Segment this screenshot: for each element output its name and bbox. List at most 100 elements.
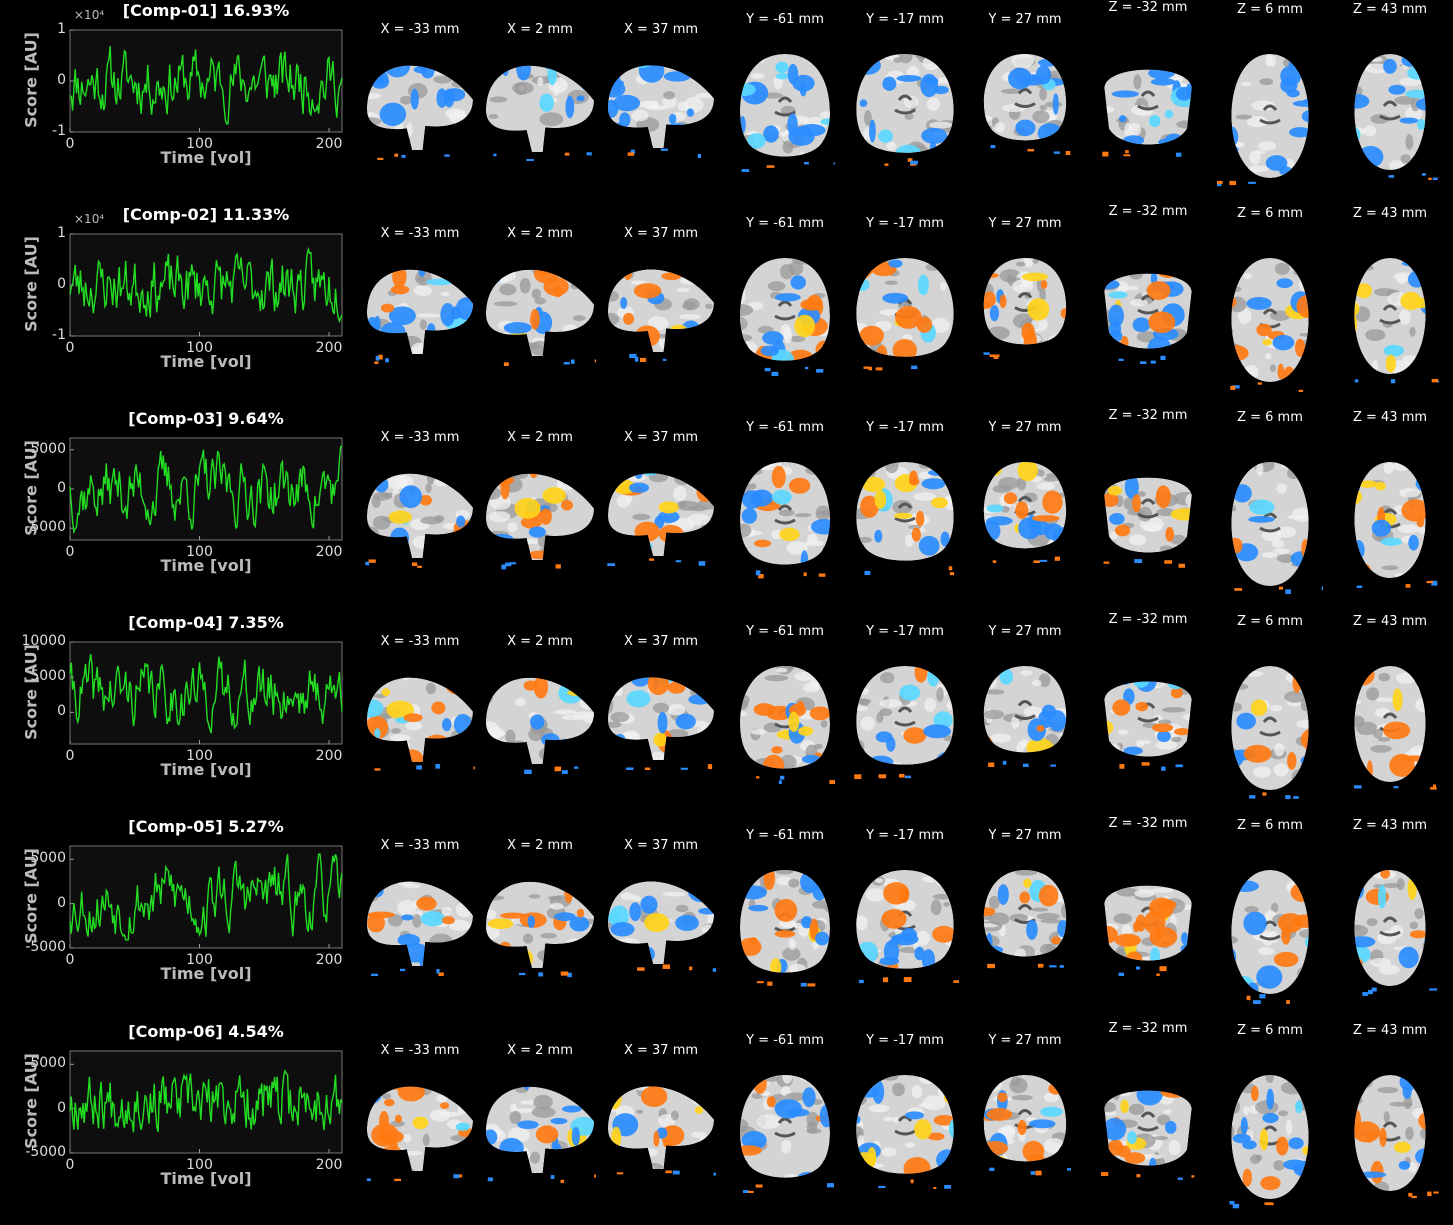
brain-slice: X = 2 mm [484,22,596,204]
activation-speck [1141,762,1150,766]
x-tick-label: 0 [65,1157,75,1173]
activation-blob [1149,114,1161,128]
activation-speck [662,358,667,361]
activation-blob [790,275,806,290]
activation-blob [921,478,946,490]
activation-blob [775,61,789,74]
activation-blob [1354,1166,1358,1180]
brain-slice: Z = -32 mm [1100,204,1196,408]
activation-blob [892,338,917,357]
activation-blob [1366,760,1373,782]
activation-blob [1048,710,1067,732]
activation-blob [990,1155,1006,1162]
activation-blob [613,74,621,94]
activation-blob [1162,133,1186,145]
brain-image [486,269,596,366]
slice-coordinate-label: Y = -17 mm [866,1033,944,1048]
activation-blob [861,476,886,493]
brain-image [367,65,473,160]
brain-slice: Z = 43 mm [1341,1023,1439,1225]
activation-blob [516,65,531,81]
activation-speck [660,148,668,151]
activation-speck [1119,764,1125,769]
brain-slice: Y = -61 mm [735,624,835,816]
activation-speck [983,352,990,355]
timeseries-line [69,445,343,535]
activation-speck [1248,181,1256,184]
activation-blob [681,320,701,339]
brain-slice: Y = -17 mm [851,1033,959,1225]
timeseries-line [69,46,343,125]
activation-speck [680,767,688,770]
activation-blob [1109,330,1123,342]
timeseries-line [69,246,343,324]
activation-blob [1399,117,1419,124]
activation-speck [1035,1170,1042,1176]
activation-blob [694,1106,704,1114]
activation-speck [538,972,544,977]
activation-blob [1288,1137,1304,1150]
activation-blob [370,885,384,898]
activation-blob [1026,738,1054,753]
activation-speck [755,776,760,779]
y-axis-label: Score [AU] [21,1053,41,1149]
activation-blob [680,1152,707,1167]
x-tick-label: 100 [186,544,213,560]
activation-blob [647,677,669,696]
activation-speck [953,980,959,983]
activation-blob [1354,93,1370,109]
activation-blob [431,701,446,715]
activation-speck [1433,1191,1439,1194]
activation-blob [1383,344,1405,357]
y-axis-label: Score [AU] [21,440,41,536]
activation-blob [1377,884,1387,909]
activation-blob [740,258,746,270]
activation-blob [1124,1152,1146,1164]
timeseries-plot [69,29,343,133]
brain-image [1101,1090,1195,1180]
activation-speck [639,357,647,362]
slice-coordinate-label: X = 2 mm [507,838,573,853]
activation-blob [373,315,381,333]
activation-blob [1019,891,1030,904]
activation-blob [857,941,878,964]
brain-slice: Z = 6 mm [1217,818,1323,1020]
activation-blob [441,718,452,732]
activation-blob [427,323,436,336]
activation-blob [1392,688,1403,712]
activation-blob [490,474,515,486]
slice-coordinate-label: Y = -17 mm [866,624,944,639]
activation-blob [895,144,922,153]
activation-blob [1246,297,1272,310]
activation-blob [1380,870,1391,879]
activation-blob [1295,1100,1303,1114]
brain-slice: X = -33 mm [365,226,475,408]
y-tick-label: 5000 [30,440,66,457]
activation-blob [856,56,881,75]
y-axis-label: Score [AU] [21,644,41,740]
activation-blob [763,125,779,143]
activation-blob [1375,481,1386,491]
activation-blob [1359,1171,1387,1179]
activation-blob [1008,67,1033,90]
brain-image [607,473,714,566]
brain-slice: Z = 6 mm [1217,410,1323,612]
activation-speck [1103,561,1110,564]
brain-slice: Z = -32 mm [1100,408,1196,612]
activation-blob [623,312,635,325]
activation-blob [1123,746,1143,755]
slice-coordinate-label: Z = -32 mm [1108,408,1188,423]
activation-speck [594,359,596,363]
activation-speck [1388,175,1395,178]
activation-blob [779,527,800,542]
activation-speck [878,1185,886,1189]
activation-blob [418,269,426,277]
activation-blob [1408,534,1419,551]
activation-blob [541,733,560,747]
activation-blob [1048,1083,1064,1095]
activation-blob [1256,965,1283,989]
activation-blob [639,473,661,476]
activation-blob [814,258,822,269]
brain-slice: Y = 27 mm [979,12,1071,204]
